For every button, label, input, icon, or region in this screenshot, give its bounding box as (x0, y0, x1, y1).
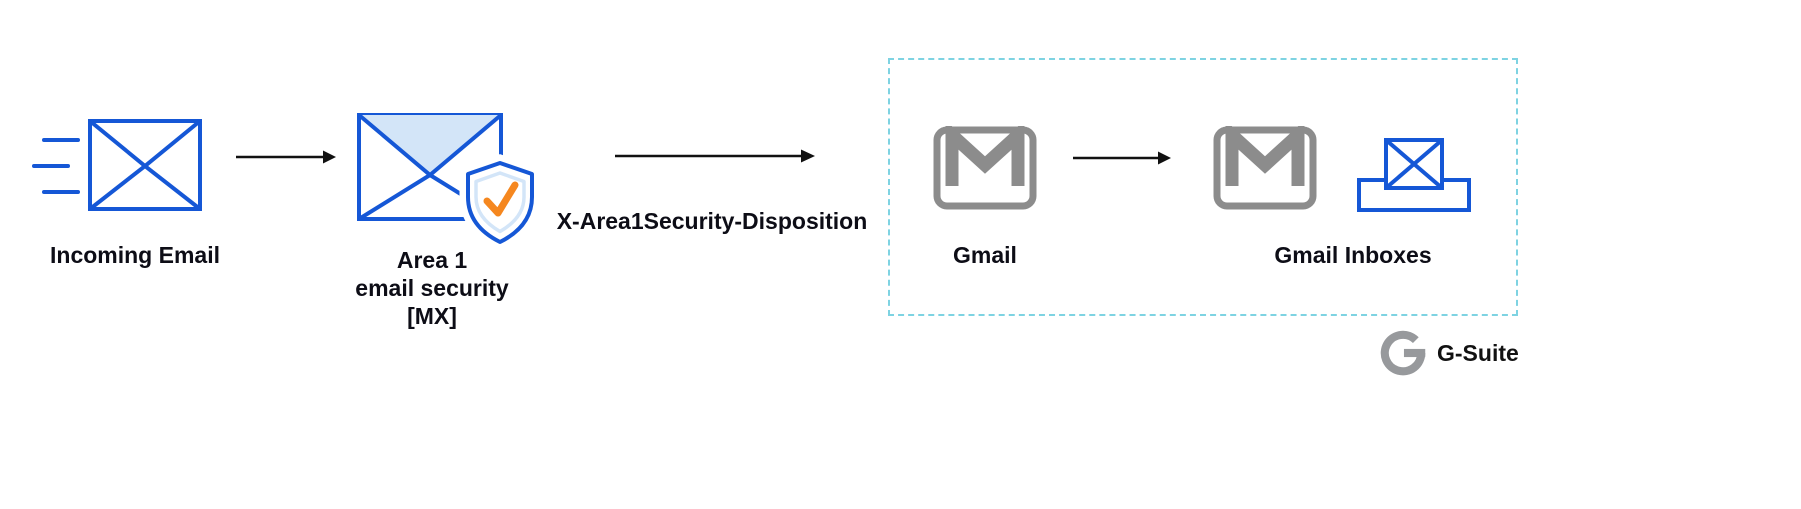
gmail-m-shape (1225, 126, 1305, 186)
gmail-label: Gmail (953, 242, 1017, 268)
gsuite-boundary-box (888, 58, 1518, 316)
gmail-icon (933, 126, 1037, 210)
area1-label-line2: email security (355, 275, 509, 301)
shield-inner-ring (474, 171, 526, 234)
gmail-m-shape (945, 126, 1025, 186)
envelope-flap-fill (359, 115, 501, 175)
inbox-tray (1357, 178, 1471, 212)
arrow-gmail-to-inboxes (1073, 151, 1171, 165)
area1-label-line3: [MX] (407, 303, 457, 329)
area1-label: Area 1 email security [MX] (355, 246, 508, 330)
disposition-edge-label: X-Area1Security-Disposition (556, 208, 868, 234)
area1-label-line1: Area 1 (396, 247, 468, 273)
g-logo-icon (1380, 330, 1426, 376)
inbox-tray-envelope-icon (1357, 138, 1471, 212)
envelope-shield-check-icon (357, 113, 540, 250)
gmail-inboxes-label: Gmail Inboxes (1274, 242, 1432, 268)
incoming-email-label: Incoming Email (50, 242, 220, 268)
speeding-envelope-icon (32, 119, 202, 211)
gsuite-label: G-Suite (1437, 339, 1519, 366)
arrow-incoming-to-area1 (236, 150, 336, 164)
gmail-icon (1213, 126, 1317, 210)
check-icon (483, 181, 519, 217)
gsuite-branding: G-Suite (1380, 330, 1519, 376)
arrow-area1-to-gmail (615, 149, 815, 163)
envelope-fold (1384, 161, 1444, 190)
envelope-fold (88, 163, 202, 211)
speed-lines (32, 138, 80, 194)
